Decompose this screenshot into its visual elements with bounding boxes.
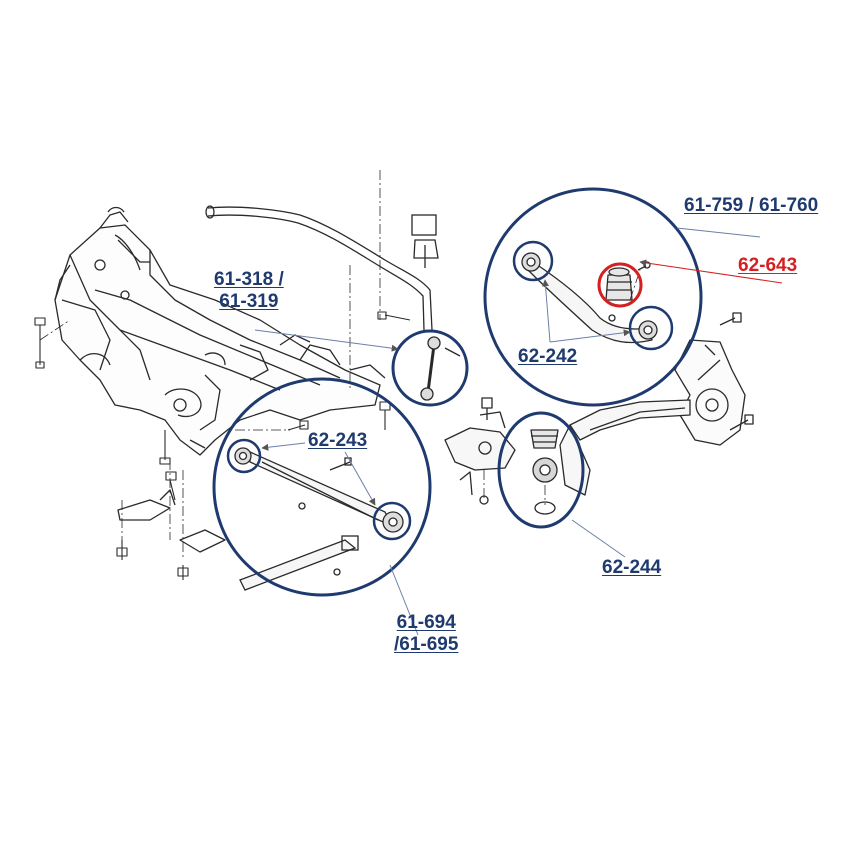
stabilizer-bar-drawing bbox=[205, 205, 439, 331]
label-62-243[interactable]: 62-243 bbox=[308, 430, 368, 451]
rear-subframe-drawing bbox=[34, 170, 411, 580]
circle-62-243-bushing-b bbox=[372, 501, 412, 541]
right-assembly-drawing bbox=[444, 252, 754, 515]
label-62-643[interactable]: 62-643 bbox=[738, 255, 798, 276]
label-61-759[interactable]: 61-759 / 61-760 bbox=[684, 195, 819, 216]
label-62-244[interactable]: 62-244 bbox=[602, 557, 662, 578]
label-61-318[interactable]: 61-318 / 61-319 bbox=[214, 269, 284, 313]
circle-62-242-bushing-b bbox=[628, 305, 674, 351]
label-61-694[interactable]: 61-694 /61-695 bbox=[394, 612, 458, 656]
circle-62-643-bumpstop bbox=[597, 262, 643, 308]
lower-arm-drawing bbox=[234, 447, 404, 591]
circle-62-243-assembly bbox=[212, 377, 432, 597]
label-61-694-line1: 61-694 bbox=[396, 612, 456, 633]
circle-61-318-link bbox=[391, 329, 469, 407]
label-61-694-line2: /61-695 bbox=[394, 634, 459, 655]
circle-62-243-bushing-a bbox=[226, 438, 262, 474]
circle-62-242-bushing-a bbox=[512, 240, 554, 282]
label-62-242[interactable]: 62-242 bbox=[518, 346, 578, 367]
circle-61-759-assembly bbox=[483, 187, 703, 407]
leader-lines bbox=[254, 227, 783, 636]
ellipse-62-244-bushings bbox=[497, 411, 585, 529]
label-61-318-line2: 61-319 bbox=[219, 291, 279, 312]
stabilizer-link-drawing bbox=[420, 336, 461, 401]
callout-circles bbox=[212, 187, 703, 597]
label-61-318-line1: 61-318 / bbox=[214, 269, 284, 290]
